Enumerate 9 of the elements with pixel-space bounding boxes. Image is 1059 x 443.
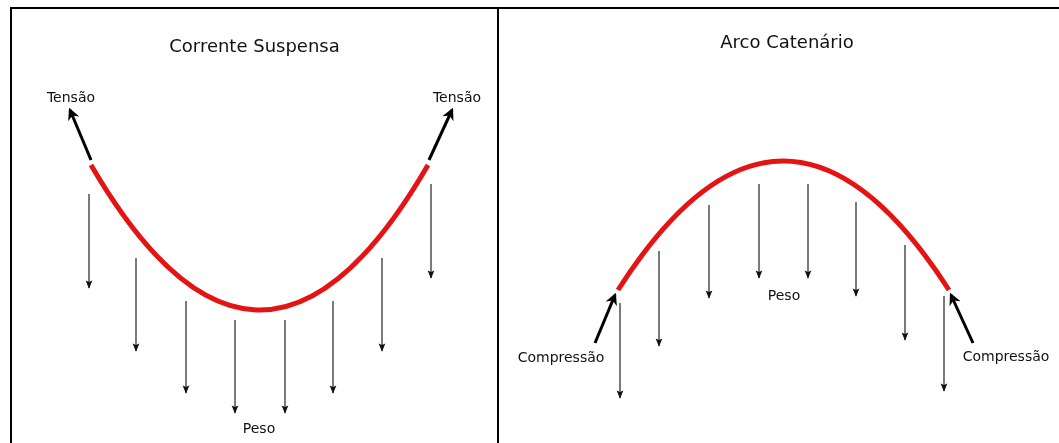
- force-label: Tensão: [432, 89, 482, 105]
- panel-title: Corrente Suspensa: [168, 35, 341, 56]
- force-label: Compressão: [517, 349, 605, 365]
- force-label: Compressão: [962, 348, 1050, 364]
- panel-title: Arco Catenário: [719, 31, 855, 52]
- force-label: Peso: [767, 287, 801, 303]
- diagram-panel: [10, 7, 499, 443]
- force-label: Tensão: [46, 89, 96, 105]
- force-label: Peso: [242, 420, 276, 436]
